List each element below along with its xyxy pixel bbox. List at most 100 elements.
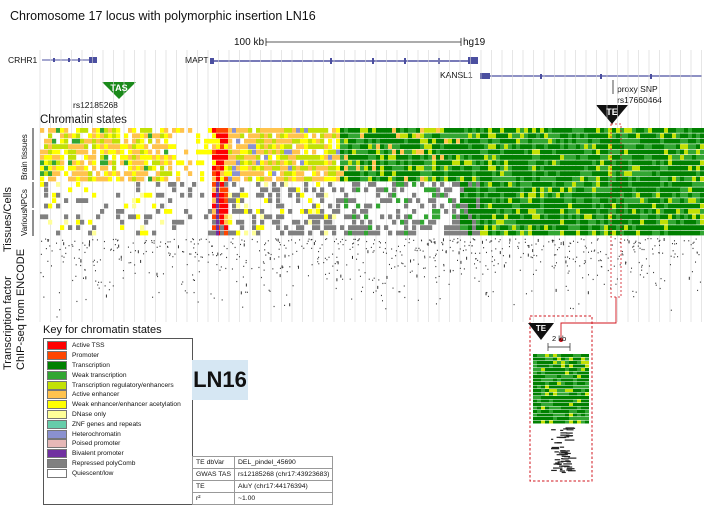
chromatin-segment xyxy=(672,230,677,236)
chromatin-segment xyxy=(614,238,616,240)
chromatin-segment xyxy=(565,368,570,371)
chromatin-segment xyxy=(264,198,269,203)
chromatin-segment xyxy=(311,238,313,241)
chromatin-segment xyxy=(576,176,581,182)
chromatin-segment xyxy=(570,242,572,245)
chromatin-segment xyxy=(659,239,661,242)
chromatin-segment xyxy=(565,382,570,385)
chromatin-segment xyxy=(316,155,321,160)
chromatin-segment xyxy=(556,192,561,198)
chromatin-segment xyxy=(116,214,121,220)
chromatin-segment xyxy=(160,165,165,171)
chromatin-segment xyxy=(400,176,405,182)
chromatin-segment xyxy=(284,176,289,182)
chromatin-segment xyxy=(516,165,521,171)
chromatin-segment xyxy=(212,225,217,230)
chromatin-segment xyxy=(268,165,273,171)
chromatin-segment xyxy=(220,225,225,230)
chromatin-segment xyxy=(404,155,409,160)
chromatin-segment xyxy=(292,253,294,255)
chromatin-segment xyxy=(691,271,693,273)
chromatin-segment xyxy=(156,133,161,139)
chromatin-segment xyxy=(384,247,386,250)
chromatin-segment xyxy=(211,245,213,247)
chromatin-segment xyxy=(76,171,81,176)
chromatin-segment xyxy=(428,239,430,241)
chromatin-segment xyxy=(436,155,441,160)
chromatin-segment xyxy=(152,230,157,236)
chromatin-segment xyxy=(392,171,397,176)
chromatin-segment xyxy=(572,240,574,242)
chromatin-segment xyxy=(672,128,677,133)
chromatin-segment xyxy=(324,192,329,198)
chromatin-segment xyxy=(399,291,401,293)
chromatin-segment xyxy=(496,203,501,209)
chromatin-segment xyxy=(583,251,585,253)
chromatin-segment xyxy=(337,243,339,245)
ln16-badge: LN16 xyxy=(192,360,248,400)
chromatin-segment xyxy=(504,149,509,155)
chromatin-segment xyxy=(132,138,137,144)
chromatin-segment xyxy=(212,149,217,155)
chromatin-segment xyxy=(652,225,657,230)
chromatin-segment xyxy=(548,138,553,144)
chromatin-segment xyxy=(516,128,521,133)
chromatin-segment xyxy=(541,249,543,251)
chromatin-segment xyxy=(424,257,426,259)
chromatin-segment xyxy=(564,230,569,236)
chromatin-segment xyxy=(532,165,537,171)
chromatin-segment xyxy=(444,209,449,214)
chromatin-segment xyxy=(220,160,225,166)
chromatin-segment xyxy=(296,165,301,171)
chromatin-segment xyxy=(80,165,85,171)
chromatin-segment xyxy=(414,249,416,251)
chromatin-segment xyxy=(573,368,578,371)
chromatin-segment xyxy=(464,214,469,220)
chromatin-segment xyxy=(564,176,569,182)
chromatin-segment xyxy=(44,214,49,220)
chromatin-segment xyxy=(541,357,546,361)
chromatin-segment xyxy=(328,219,333,225)
chromatin-segment xyxy=(568,138,573,144)
chromatin-segment xyxy=(340,274,342,278)
chromatin-segment xyxy=(640,225,645,230)
chromatin-segment xyxy=(608,230,613,236)
chromatin-segment xyxy=(164,243,166,245)
chromatin-segment xyxy=(533,385,538,389)
chromatin-segment xyxy=(428,160,433,166)
chromatin-segment xyxy=(243,240,245,242)
chromatin-segment xyxy=(263,269,265,271)
chromatin-segment xyxy=(472,160,477,166)
chromatin-segment xyxy=(668,160,673,166)
chromatin-segment xyxy=(104,285,106,287)
chromatin-segment xyxy=(512,133,517,139)
chromatin-segment xyxy=(412,128,417,133)
chromatin-segment xyxy=(172,182,177,187)
chromatin-segment xyxy=(404,198,409,203)
chromatin-segment xyxy=(76,160,81,166)
chromatin-segment xyxy=(328,225,333,230)
chromatin-segment xyxy=(400,128,405,133)
chromatin-segment xyxy=(245,291,247,293)
chromatin-segment xyxy=(260,187,265,193)
chromatin-segment xyxy=(581,420,586,424)
chromatin-segment xyxy=(472,138,477,144)
chromatin-segment xyxy=(532,219,537,225)
chromatin-segment xyxy=(670,309,672,311)
chromatin-segment xyxy=(326,259,328,261)
chromatin-segment xyxy=(240,128,245,133)
chromatin-segment xyxy=(472,182,477,187)
chromatin-segment xyxy=(92,160,97,166)
chromatin-segment xyxy=(372,279,374,281)
chromatin-segment xyxy=(560,149,565,155)
chromatin-segment xyxy=(364,176,369,182)
chromatin-segment xyxy=(104,160,109,166)
chromatin-segment xyxy=(56,182,61,187)
chromatin-segment xyxy=(544,214,549,220)
chromatin-segment xyxy=(553,396,558,399)
chromatin-segment xyxy=(480,165,485,171)
zoom-te-label: TE xyxy=(535,324,547,333)
chromatin-segment xyxy=(76,225,81,230)
chromatin-segment xyxy=(168,155,173,160)
chromatin-segment xyxy=(549,420,554,424)
